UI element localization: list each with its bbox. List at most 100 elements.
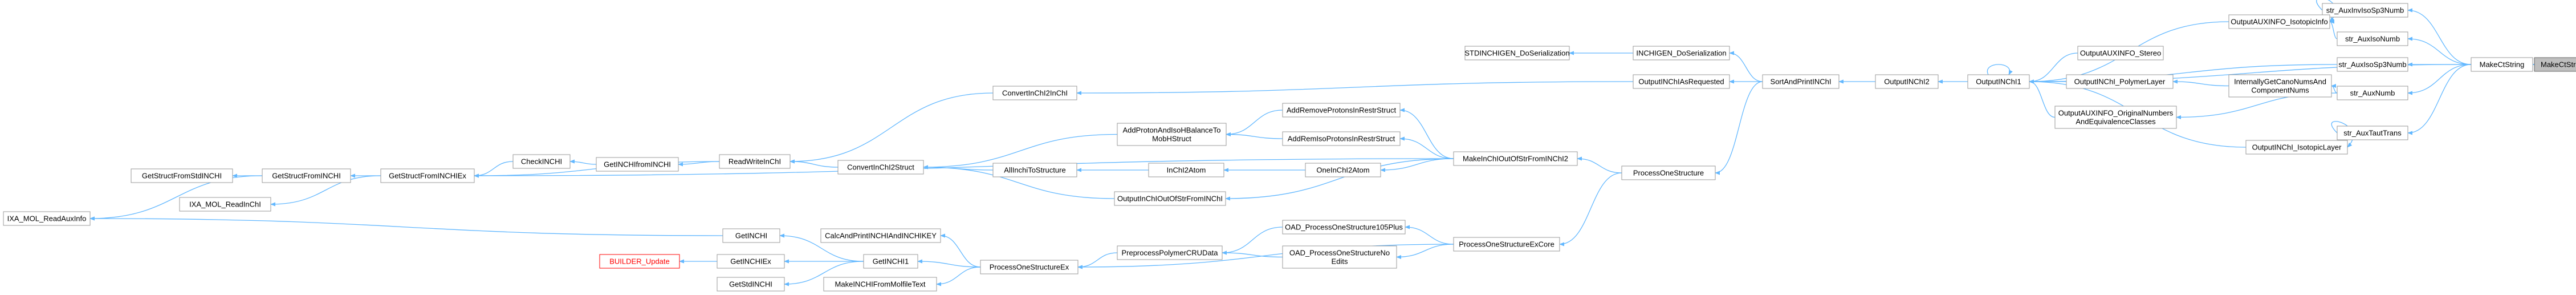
node-oneinchi2atom[interactable]: OneInChI2Atom <box>1305 163 1381 177</box>
node-outputinchi1[interactable]: OutputINChI1 <box>1967 74 2030 89</box>
node-readwriteinchi[interactable]: ReadWriteInChI <box>719 154 791 169</box>
edge-getstdinchi-to-getinchi1 <box>784 261 864 286</box>
node-getstructfrominchiex[interactable]: GetStructFromINCHIEx <box>380 168 475 183</box>
node-str-auxnumb[interactable]: str_AuxNumb <box>2337 86 2408 100</box>
edge-getstructfrominchiex-to-makeinchioutofstrfrominchi2 <box>474 158 1454 178</box>
node-oad-processonestructure105plus[interactable]: OAD_ProcessOneStructure105Plus <box>1282 220 1406 235</box>
node-label: str_AuxNumb <box>2350 89 2395 98</box>
node-addremoveprotonsinrestrstruct[interactable]: AddRemoveProtonsInRestrStruct <box>1282 103 1401 118</box>
node-label: OutputINChI_PolymerLayer <box>2074 78 2166 86</box>
node-outputinchiasrequested[interactable]: OutputINChIAsRequested <box>1633 74 1730 89</box>
node-str-auxisosp3numb[interactable]: str_AuxIsoSp3Numb <box>2337 57 2408 72</box>
node-str-auxisonumb[interactable]: str_AuxIsoNumb <box>2337 31 2408 46</box>
node-getinchi[interactable]: GetINCHI <box>722 228 780 243</box>
nodes-layer: MakeCtStringOld MakeCtString str_AuxInvIso… <box>3 3 2576 292</box>
node-convertinchi2struct[interactable]: ConvertInChI2Struct <box>837 160 924 175</box>
edge-oad-processonestructurenoedits-to-processonestructureexcore <box>1396 244 1454 260</box>
node-outputinchi-isotopiclayer[interactable]: OutputINChI_IsotopicLayer <box>2245 140 2348 155</box>
node-box <box>596 157 679 172</box>
node-label: GetStructFromStdINCHI <box>142 172 222 180</box>
node-label: OAD_ProcessOneStructureNo <box>1289 249 1390 257</box>
node-processonestructureex[interactable]: ProcessOneStructureEx <box>980 260 1079 274</box>
node-label: GetINCHI <box>735 232 767 240</box>
node-processonestructureexcore[interactable]: ProcessOneStructureExCore <box>1453 237 1560 252</box>
node-makeinchifrommolfiletext[interactable]: MakeINCHIFromMolfileText <box>823 277 937 292</box>
node-box <box>1633 74 1730 89</box>
node-makeinchioutofstrfrominchi2[interactable]: MakeInChIOutOfStrFromINChI2 <box>1453 151 1578 166</box>
edge-addremoveprotonsinrestrstruct-to-makeinchioutofstrfrominchi2 <box>1399 108 1454 159</box>
node-outputauxinfo-isotopicinfo[interactable]: OutputAUXINFO_IsotopicInfo <box>2228 14 2330 29</box>
node-allinchitostructure[interactable]: AllInchiToStructure <box>992 163 1077 177</box>
node-stdinchigen-doserialization[interactable]: STDINCHIGEN_DoSerialization <box>1464 46 1570 60</box>
node-box <box>1117 245 1223 260</box>
node-sortandprintinchi[interactable]: SortAndPrintINChI <box>1762 74 1840 89</box>
node-builder-update[interactable]: BUILDER_Update <box>599 254 680 269</box>
node-box <box>2471 57 2533 72</box>
edge-preprocesspolymercrudata-to-oad-processonestructure105plus <box>1222 227 1283 255</box>
node-label: GetStructFromINCHIEx <box>389 172 466 180</box>
edge-ixa-mol-readinchi-to-getstructfrominchiex <box>270 175 381 207</box>
node-checkinchi[interactable]: CheckINCHI <box>512 154 571 169</box>
node-label: InternallyGetCanoNumsAnd <box>2234 78 2326 86</box>
node-box <box>2337 31 2408 46</box>
edge-str-auxtauttrans-to-makectstring <box>2407 64 2472 135</box>
node-label: OutputINChI1 <box>1976 78 2021 86</box>
node-getinchi1[interactable]: GetINCHI1 <box>863 254 918 269</box>
node-label: OutputAUXINFO_OriginalNumbers <box>2058 109 2174 118</box>
edge-outputauxinfo-isotopicinfo-to-str-auxisonumb <box>2329 19 2338 39</box>
node-box <box>863 254 918 269</box>
edge-convertinchi2struct-to-outputinchioutofstrfrominchi <box>923 165 1115 199</box>
node-outputinchi2[interactable]: OutputINChI2 <box>1875 74 1939 89</box>
node-box <box>1453 237 1560 252</box>
node-box <box>1282 103 1401 118</box>
node-getstructfromstdinchi[interactable]: GetStructFromStdINCHI <box>131 168 233 183</box>
node-label: STDINCHIGEN_DoSerialization <box>1464 49 1569 58</box>
edge-processonestructureex-to-preprocesspolymercrudata <box>1077 252 1118 269</box>
node-box <box>2066 74 2174 89</box>
node-label: OutputAUXINFO_IsotopicInfo <box>2231 18 2328 26</box>
node-ixa-mol-readinchi[interactable]: IXA_MOL_ReadInChI <box>179 197 271 212</box>
edge-outputinchi1-self-loop <box>1987 64 2013 75</box>
node-box <box>992 86 1077 100</box>
node-inchi2atom[interactable]: InChI2Atom <box>1148 163 1224 177</box>
node-label: ComponentNums <box>2251 86 2309 95</box>
node-getinchifrominchi[interactable]: GetINCHIfromINCHI <box>596 157 679 172</box>
node-box <box>2077 46 2164 60</box>
edge-str-auxinvisosp3numb-to-makectstring <box>2407 8 2472 65</box>
node-preprocesspolymercrudata[interactable]: PreprocessPolymerCRUData <box>1117 245 1223 260</box>
node-addremisoprotonsinrestrstruct[interactable]: AddRemIsoProtonsInRestrStruct <box>1282 131 1401 146</box>
node-getstdinchi[interactable]: GetStdINCHI <box>717 277 785 292</box>
node-box <box>2322 3 2408 18</box>
node-box <box>2534 57 2576 72</box>
node-ixa-mol-readauxinfo[interactable]: IXA_MOL_ReadAuxInfo <box>3 211 91 226</box>
node-box <box>1762 74 1840 89</box>
node-str-auxtauttrans[interactable]: str_AuxTautTrans <box>2337 126 2408 140</box>
node-inchigen-doserialization[interactable]: INCHIGEN_DoSerialization <box>1633 46 1730 60</box>
node-processonestructure[interactable]: ProcessOneStructure <box>1621 165 1716 180</box>
edge-internallygetcanonumsandcomponentnums-to-str-auxnumb <box>2331 83 2338 94</box>
node-outputauxinfo-originalnumbersandequivalenceclasses[interactable]: OutputAUXINFO_OriginalNumbersAndEquivale… <box>2054 106 2177 129</box>
node-label: GetINCHIfromINCHI <box>604 160 671 169</box>
node-label: str_AuxIsoNumb <box>2345 35 2400 43</box>
node-makectstringold[interactable]: MakeCtStringOld <box>2534 57 2576 72</box>
node-box <box>820 228 941 243</box>
edge-getinchi-to-getinchi1 <box>779 233 864 262</box>
node-convertinchi2inchi[interactable]: ConvertInChI2InChI <box>992 86 1077 100</box>
node-box <box>1148 163 1224 177</box>
node-outputauxinfo-stereo[interactable]: OutputAUXINFO_Stereo <box>2077 46 2164 60</box>
node-makectstring[interactable]: MakeCtString <box>2471 57 2533 72</box>
node-getstructfrominchi[interactable]: GetStructFromINCHI <box>262 168 351 183</box>
node-getinchiex[interactable]: GetINCHIEx <box>717 254 785 269</box>
edge-readwriteinchi-to-convertinchi2inchi <box>790 92 994 164</box>
node-calcandprintinchiandinchikey[interactable]: CalcAndPrintINCHIAndINCHIKEY <box>820 228 941 243</box>
node-str-auxinvisosp3numb[interactable]: str_AuxInvIsoSp3Numb <box>2322 3 2408 18</box>
node-outputinchioutofstrfrominchi[interactable]: OutputInChIOutOfStrFromINChI <box>1114 191 1226 206</box>
edge-processonestructure-to-sortandprintinchi <box>1715 81 1763 175</box>
node-outputinchi-polymerlayer[interactable]: OutputINChI_PolymerLayer <box>2066 74 2174 89</box>
node-label: MakeCtString <box>2480 60 2525 69</box>
edge-oad-processonestructure105plus-to-processonestructureexcore <box>1405 225 1454 245</box>
